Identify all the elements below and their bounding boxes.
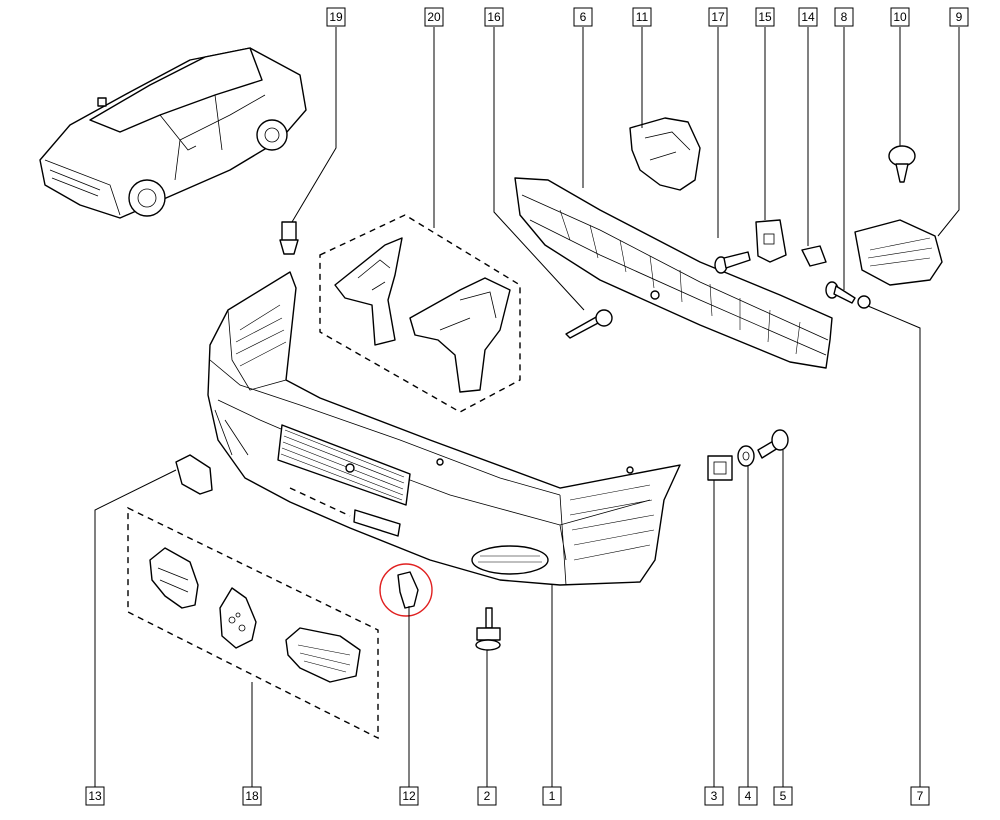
callout-3: 3: [704, 786, 724, 806]
callout-16-label: 16: [487, 10, 501, 24]
callout-5-label: 5: [780, 789, 787, 803]
callout-18: 18: [242, 786, 262, 806]
part-10-push-clip: [888, 145, 916, 183]
callout-20-label: 20: [427, 10, 441, 24]
callout-19: 19: [326, 7, 346, 27]
part-3-nut: [707, 455, 733, 481]
callout-7: 7: [910, 786, 930, 806]
callout-12-label: 12: [402, 789, 416, 803]
callout-8-label: 8: [841, 10, 848, 24]
callout-16: 16: [484, 7, 504, 27]
callout-9: 9: [949, 7, 969, 27]
callout-19-label: 19: [329, 10, 343, 24]
highlight-ring: [379, 563, 433, 617]
callout-8: 8: [834, 7, 854, 27]
part-16-rivet: [565, 309, 613, 339]
callout-13-label: 13: [88, 789, 102, 803]
callout-10: 10: [890, 7, 910, 27]
callout-17-label: 17: [711, 10, 725, 24]
part-2-screw: [475, 607, 501, 651]
callout-11-label: 11: [636, 10, 649, 24]
callout-9-label: 9: [956, 10, 963, 24]
bracket-kit-group: [319, 214, 521, 413]
callout-10-label: 10: [893, 10, 907, 24]
part-17-bolt: [714, 251, 751, 274]
part-5-bolt: [757, 429, 789, 459]
callout-2: 2: [477, 786, 497, 806]
callout-18-label: 18: [245, 789, 259, 803]
callout-1-label: 1: [549, 789, 556, 803]
callout-7-label: 7: [917, 789, 924, 803]
callout-2-label: 2: [484, 789, 491, 803]
callout-14-label: 14: [801, 10, 815, 24]
bumper-grille-hatching: [280, 429, 405, 501]
callout-4-label: 4: [745, 789, 752, 803]
callout-15-label: 15: [758, 10, 772, 24]
kit-group-18: [127, 506, 379, 740]
callout-6-label: 6: [580, 10, 587, 24]
part-13-cover: [175, 454, 213, 495]
part-14-clip: [801, 245, 827, 267]
part-15-bracket: [755, 219, 787, 263]
callout-14: 14: [798, 7, 818, 27]
callout-4: 4: [738, 786, 758, 806]
part-4-washer: [737, 445, 755, 467]
part-8-screw: [825, 281, 856, 304]
callout-6: 6: [573, 7, 593, 27]
part-11-bracket: [629, 117, 701, 191]
part-9-bracket: [854, 219, 943, 286]
callout-17: 17: [708, 7, 728, 27]
callout-11: 11: [632, 7, 652, 27]
leader-lines: [94, 27, 960, 787]
car-illustration: [39, 47, 307, 219]
part-6-crossmember: [514, 177, 833, 369]
part-12-clip: [379, 563, 433, 617]
callout-12: 12: [399, 786, 419, 806]
part-19-clip: [279, 221, 299, 255]
callout-13: 13: [85, 786, 105, 806]
callout-15: 15: [755, 7, 775, 27]
callout-20: 20: [424, 7, 444, 27]
callout-3-label: 3: [711, 789, 718, 803]
callout-1: 1: [542, 786, 562, 806]
part-7-washer: [857, 295, 871, 309]
callout-5: 5: [773, 786, 793, 806]
part-1-bumper: [207, 271, 681, 586]
